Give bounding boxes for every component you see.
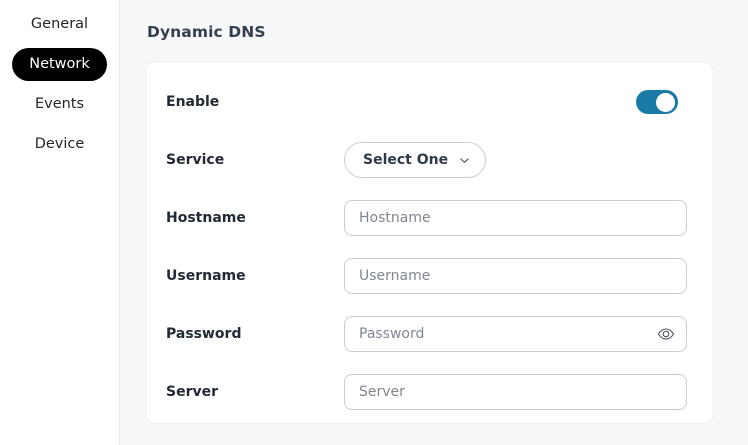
enable-control <box>344 90 695 114</box>
enable-label: Enable <box>166 94 220 110</box>
password-control <box>344 316 695 352</box>
main-content: Dynamic DNS Enable Service Select One <box>120 0 748 445</box>
username-control <box>344 258 695 294</box>
password-field <box>344 316 687 352</box>
password-label: Password <box>166 326 242 342</box>
sidebar-nav: General Network Events Device <box>0 0 120 445</box>
toggle-knob <box>656 92 675 112</box>
page-title: Dynamic DNS <box>147 23 266 41</box>
form-row-username: Username <box>166 254 695 298</box>
sidebar-item-device[interactable]: Device <box>18 128 102 161</box>
sidebar-item-label: Network <box>29 56 90 73</box>
sidebar-item-network[interactable]: Network <box>12 48 107 81</box>
form-row-server: Server <box>166 370 695 414</box>
service-select[interactable]: Select One <box>344 142 487 178</box>
server-input[interactable] <box>344 374 687 410</box>
server-field <box>344 374 687 410</box>
chevron-down-icon <box>459 155 470 166</box>
sidebar-item-label: General <box>30 16 89 33</box>
service-control: Select One <box>344 142 695 178</box>
server-label: Server <box>166 384 219 400</box>
dynamic-dns-card: Enable Service Select One <box>146 62 713 423</box>
username-input[interactable] <box>344 258 687 294</box>
enable-toggle[interactable] <box>636 90 678 114</box>
sidebar-item-events[interactable]: Events <box>18 88 101 121</box>
form-row-enable: Enable <box>166 80 695 124</box>
service-select-value: Select One <box>363 152 449 168</box>
server-control <box>344 374 695 410</box>
form-row-password: Password <box>166 312 695 356</box>
form-row-service: Service Select One <box>166 138 695 182</box>
sidebar-item-label: Device <box>34 136 85 153</box>
hostname-input[interactable] <box>344 200 687 236</box>
hostname-label: Hostname <box>166 210 246 226</box>
hostname-field <box>344 200 687 236</box>
password-input[interactable] <box>344 316 687 352</box>
sidebar-item-label: Events <box>34 96 85 113</box>
eye-icon[interactable] <box>657 325 675 343</box>
form-row-hostname: Hostname <box>166 196 695 240</box>
service-label: Service <box>166 152 225 168</box>
sidebar-item-general[interactable]: General <box>14 8 105 41</box>
username-field <box>344 258 687 294</box>
username-label: Username <box>166 268 246 284</box>
hostname-control <box>344 200 695 236</box>
